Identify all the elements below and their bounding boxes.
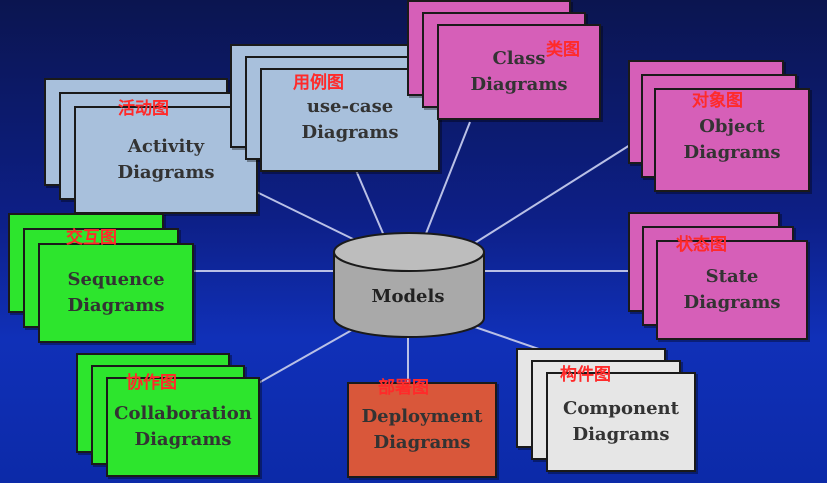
annotation-deployment: 部署图 bbox=[378, 378, 429, 398]
annotation-object: 对象图 bbox=[692, 91, 743, 111]
annotation-component: 构件图 bbox=[560, 365, 611, 385]
card-state: State Diagrams bbox=[656, 240, 808, 340]
card-class: Class Diagrams bbox=[437, 24, 601, 120]
card-sequence: Sequence Diagrams bbox=[38, 243, 194, 343]
card-component: Component Diagrams bbox=[546, 372, 696, 472]
connector-class bbox=[424, 121, 471, 237]
models-cylinder-top bbox=[333, 232, 485, 272]
card-label-deployment: Deployment Diagrams bbox=[361, 406, 483, 453]
annotation-use-case: 用例图 bbox=[293, 73, 344, 93]
models-label: Models bbox=[371, 286, 445, 307]
card-label-object: Object Diagrams bbox=[683, 116, 781, 163]
card-label-state: State Diagrams bbox=[683, 266, 781, 313]
card-label-collaboration: Collaboration Diagrams bbox=[114, 403, 252, 450]
annotation-sequence: 交互图 bbox=[66, 228, 117, 248]
card-activity: Activity Diagrams bbox=[74, 106, 258, 214]
card-label-sequence: Sequence Diagrams bbox=[67, 269, 165, 316]
card-collaboration: Collaboration Diagrams bbox=[106, 377, 260, 477]
models-cylinder-body bbox=[333, 251, 485, 338]
card-object: Object Diagrams bbox=[654, 88, 810, 192]
annotation-state: 状态图 bbox=[676, 235, 727, 255]
connector-collaboration bbox=[254, 329, 353, 386]
card-label-class: Class Diagrams bbox=[470, 48, 568, 95]
connector-use-case bbox=[354, 167, 386, 239]
connector-object bbox=[469, 144, 631, 247]
card-deployment: Deployment Diagrams bbox=[347, 382, 497, 478]
annotation-collaboration: 协作图 bbox=[126, 373, 177, 393]
annotation-activity: 活动图 bbox=[118, 99, 169, 119]
card-label-activity: Activity Diagrams bbox=[117, 136, 215, 183]
card-label-use-case: use-case Diagrams bbox=[301, 96, 399, 143]
annotation-class: 类图 bbox=[546, 40, 580, 60]
card-label-component: Component Diagrams bbox=[563, 398, 679, 445]
